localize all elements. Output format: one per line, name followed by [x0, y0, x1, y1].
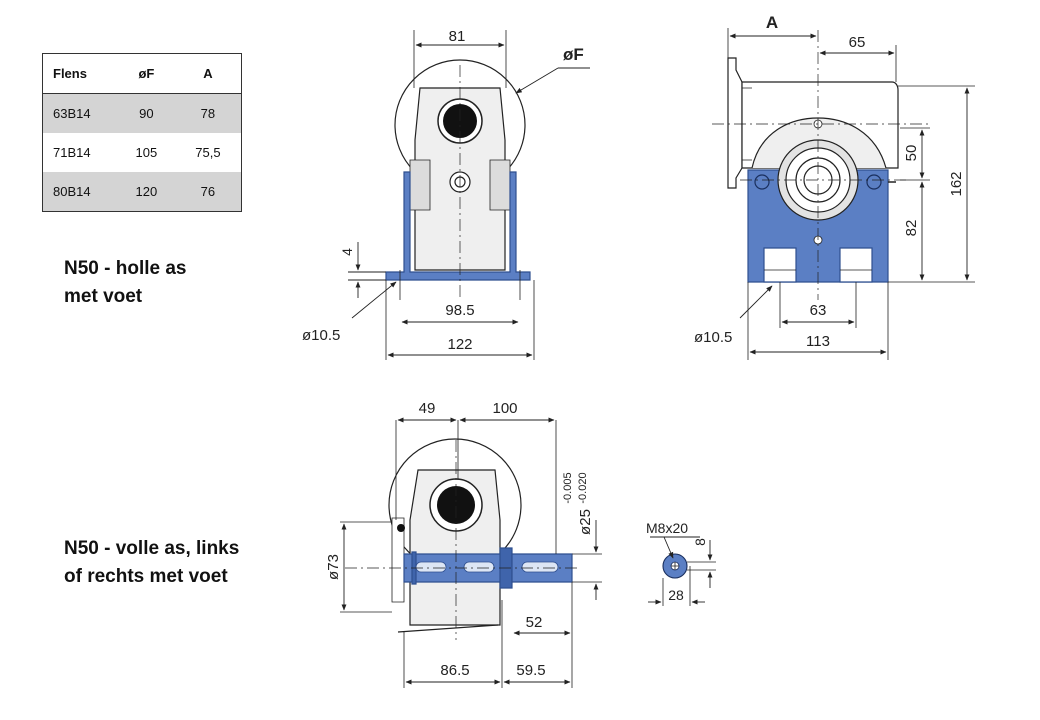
caption-line: N50 - holle as [64, 258, 187, 279]
cell-a: 78 [174, 93, 242, 133]
cell-of: 90 [118, 93, 175, 133]
solid-bore [437, 486, 475, 524]
caption-line: N50 - volle as, links [64, 538, 240, 559]
cell-a: 76 [174, 172, 242, 212]
side-view [712, 28, 975, 360]
dim-81: 81 [449, 28, 466, 45]
dim-28: 28 [668, 587, 684, 603]
dim-73: ø73 [325, 554, 342, 580]
dim-a: A [766, 13, 778, 32]
side-flange [727, 57, 743, 189]
cell-flens: 80B14 [42, 172, 118, 212]
header-of: øF [118, 53, 175, 94]
dim-8: 8 [692, 538, 708, 546]
cell-of: 105 [135, 145, 158, 160]
dim-63: 63 [810, 302, 827, 319]
dim-122: 122 [447, 336, 472, 353]
dim-shaft-dia: ø25 [577, 509, 594, 535]
dim-100: 100 [492, 400, 517, 417]
dim-82: 82 [903, 220, 920, 237]
cell-flens: 63B14 [42, 93, 118, 133]
caption-line: met voet [64, 286, 143, 307]
table-header-row: Flens øF A [42, 53, 242, 94]
table-row: 63B14 90 78 [42, 93, 242, 133]
flange-table: Flens øF A 63B14 90 78 71B14 105 75,5 80… [42, 53, 242, 212]
tol-upper: -0.005 [562, 472, 574, 503]
dim-49: 49 [419, 400, 436, 417]
dim-86-5: 86.5 [440, 662, 469, 679]
dim-65: 65 [849, 34, 866, 51]
dim-flange-dia: øF [563, 45, 584, 64]
shaft-end-detail [662, 553, 716, 606]
caption-solid-shaft: N50 - volle as, links of rechts met voet [64, 535, 239, 591]
cell-a: 75,5 [195, 145, 221, 160]
front-view [385, 30, 535, 360]
cell-of: 120 [118, 172, 175, 212]
dim-m8x20: M8x20 [646, 520, 688, 536]
caption-line: of rechts met voet [64, 566, 228, 587]
dim-52: 52 [526, 614, 543, 631]
dim-113: 113 [806, 333, 830, 350]
tol-lower: -0.020 [577, 472, 589, 503]
table-row: 80B14 120 76 [42, 172, 242, 212]
solid-shaft-view [340, 420, 602, 688]
dim-50: 50 [903, 145, 920, 162]
dim-98-5: 98.5 [445, 302, 474, 319]
dim-59-5: 59.5 [516, 662, 545, 679]
dim-hole-front: ø10.5 [302, 327, 340, 344]
cell-flens: 71B14 [53, 145, 91, 160]
caption-hollow-shaft: N50 - holle as met voet [64, 255, 187, 311]
dim-hole-side: ø10.5 [694, 329, 732, 346]
dim-4: 4 [339, 248, 355, 256]
dim-162: 162 [948, 171, 965, 196]
table-row: 71B14 105 75,5 [43, 133, 242, 172]
header-a: A [174, 53, 242, 94]
header-flens: Flens [42, 53, 118, 94]
